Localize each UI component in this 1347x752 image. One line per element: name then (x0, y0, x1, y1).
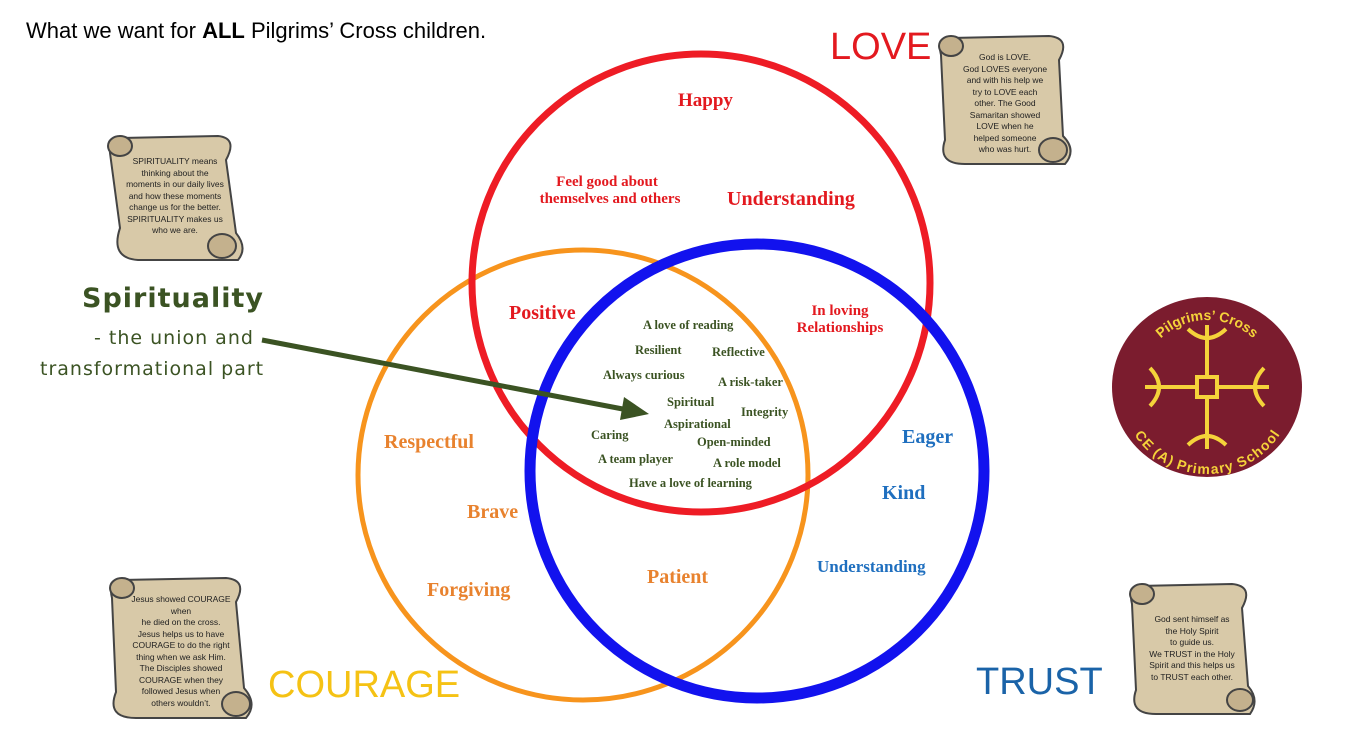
spirituality-subtitle-line2: transformational part (40, 358, 265, 380)
page-title: What we want for ALL Pilgrims’ Cross chi… (26, 18, 487, 43)
courage-word-forgiving: Forgiving (427, 579, 511, 601)
center-word: Have a love of learning (629, 476, 752, 490)
trust-word-understanding: Understanding (817, 557, 926, 576)
love-courage-word-positive: Positive (509, 302, 576, 324)
center-word: Open-minded (697, 435, 771, 449)
courage-trust-word-patient: Patient (647, 566, 709, 588)
scroll-icon (109, 576, 253, 719)
center-word: Integrity (741, 405, 789, 419)
love-circle (468, 50, 934, 516)
center-word: Reflective (712, 345, 765, 359)
trust-word-kind: Kind (882, 482, 926, 504)
center-word: A risk-taker (718, 375, 783, 389)
cross-icon (1145, 325, 1269, 449)
center-word: A love of reading (643, 318, 734, 332)
center-word: Caring (591, 428, 629, 442)
spirituality-arrow (261, 337, 649, 420)
center-word: A role model (713, 456, 781, 470)
center-word: Always curious (603, 368, 685, 382)
scroll-icon (1129, 582, 1256, 715)
center-word: Spiritual (667, 395, 715, 409)
school-logo: Pilgrims’ Cross CE (A) Primary School (1112, 297, 1302, 477)
courage-word-brave: Brave (467, 501, 519, 523)
trust-word-eager: Eager (902, 426, 954, 448)
trust-circle (524, 238, 990, 704)
courage-circle (355, 247, 811, 703)
courage-label: COURAGE (268, 664, 461, 706)
spirituality-title: Spirituality (82, 283, 264, 314)
spirituality-subtitle-line1: - the union and (94, 327, 254, 349)
love-word-understanding: Understanding (727, 188, 855, 210)
trust-label: TRUST (976, 661, 1103, 703)
love-word-happy: Happy (678, 90, 733, 111)
courage-word-respectful: Respectful (384, 431, 474, 453)
scroll-icon (107, 134, 244, 261)
center-word: Aspirational (664, 417, 731, 431)
love-label: LOVE (830, 26, 932, 68)
scroll-icon (938, 34, 1072, 165)
center-word: Resilient (635, 343, 682, 357)
center-word: A team player (598, 452, 673, 466)
